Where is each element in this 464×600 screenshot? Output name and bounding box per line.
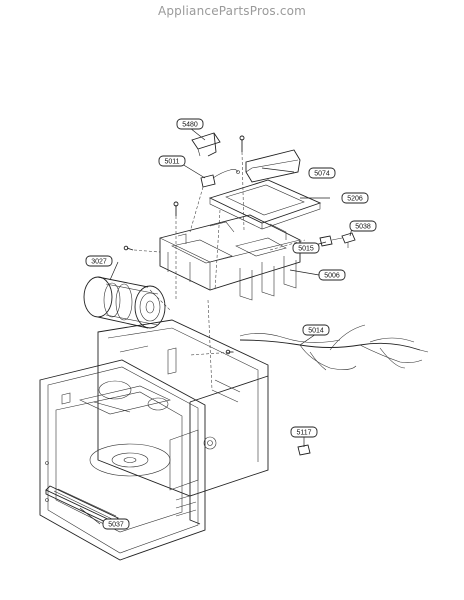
assembly-guide-lines: [133, 151, 306, 391]
callout-label: 5014: [308, 328, 324, 335]
site-watermark: AppliancePartsPros.com: [157, 4, 307, 18]
part-5117-clip: [297, 444, 311, 456]
callout-5015: 5015: [292, 242, 320, 254]
callout-5480: 5480: [176, 118, 204, 130]
part-3027-fan-motor: [83, 276, 166, 329]
callout-label: 5038: [355, 224, 371, 231]
callout-label: 5037: [108, 522, 124, 529]
part-5011-sensor: [200, 169, 240, 188]
callout-5006: 5006: [318, 269, 346, 281]
callout-5014: 5014: [302, 324, 330, 336]
part-5015-connector: [319, 235, 343, 247]
callout-label: 5117: [296, 430, 311, 437]
callout-5037: 5037: [102, 518, 130, 530]
callout-5117: 5117: [290, 426, 318, 438]
callout-5074: 5074: [308, 167, 336, 179]
callout-3027: 3027: [85, 255, 113, 267]
callout-label: 5015: [298, 246, 314, 253]
callout-5206: 5206: [341, 192, 369, 204]
screw-icon: [123, 135, 245, 355]
part-5006-base-frame: [159, 214, 301, 301]
part-5014-wire-harness: [239, 324, 429, 371]
callout-label: 5074: [314, 171, 330, 178]
part-5206-cover-plate: [208, 179, 322, 230]
callout-5011: 5011: [158, 155, 186, 167]
part-5074-top-bracket: [245, 149, 301, 183]
callout-label: 5011: [164, 159, 179, 166]
callout-label: 5480: [182, 122, 198, 129]
callout-label: 5206: [347, 196, 363, 203]
callout-5038: 5038: [349, 220, 377, 232]
callout-label: 5006: [324, 273, 340, 280]
part-5038-switch: [341, 232, 356, 248]
microwave-chassis: [39, 319, 269, 561]
callout-label: 3027: [91, 259, 107, 266]
part-5480-bracket: [191, 132, 221, 157]
